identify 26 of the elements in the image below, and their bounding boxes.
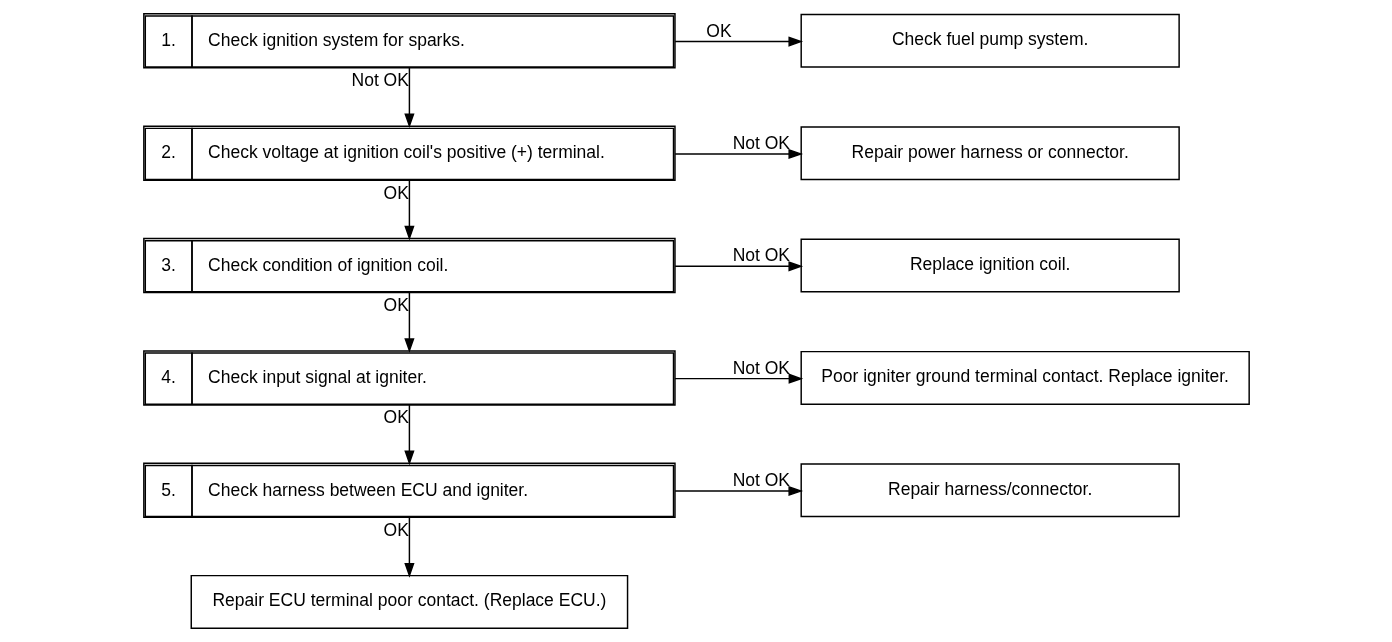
edge-label: Not OK <box>732 132 790 153</box>
arrow <box>673 373 803 384</box>
arrow <box>403 179 414 241</box>
edge-label: OK <box>383 519 409 540</box>
node-box: Replace ignition coil. <box>799 238 1180 293</box>
node-box: Repair harness/connector. <box>799 463 1180 518</box>
node-box: Poor igniter ground terminal contact. Replace igniter. <box>799 350 1250 405</box>
node-box: Repair ECU terminal poor contact. (Replace ECU.) <box>190 574 628 629</box>
edge-label: OK <box>383 407 409 428</box>
edge-label: Not OK <box>732 245 790 266</box>
arrow <box>403 516 414 578</box>
arrow <box>673 485 803 497</box>
node-box: Repair power harness or connector. <box>799 126 1180 181</box>
arrow <box>403 67 414 129</box>
arrow <box>673 261 803 272</box>
arrow <box>673 148 803 160</box>
arrow <box>673 36 803 47</box>
arrow <box>403 404 414 466</box>
edge-label: Not OK <box>351 70 409 91</box>
edge-label: Not OK <box>732 470 790 491</box>
edge-label: Not OK <box>732 357 790 378</box>
arrow <box>403 292 414 353</box>
edge-label: OK <box>705 20 732 41</box>
edge-label: OK <box>383 294 409 315</box>
node-box: Check fuel pump system. <box>799 13 1180 68</box>
edge-label: OK <box>383 182 409 203</box>
